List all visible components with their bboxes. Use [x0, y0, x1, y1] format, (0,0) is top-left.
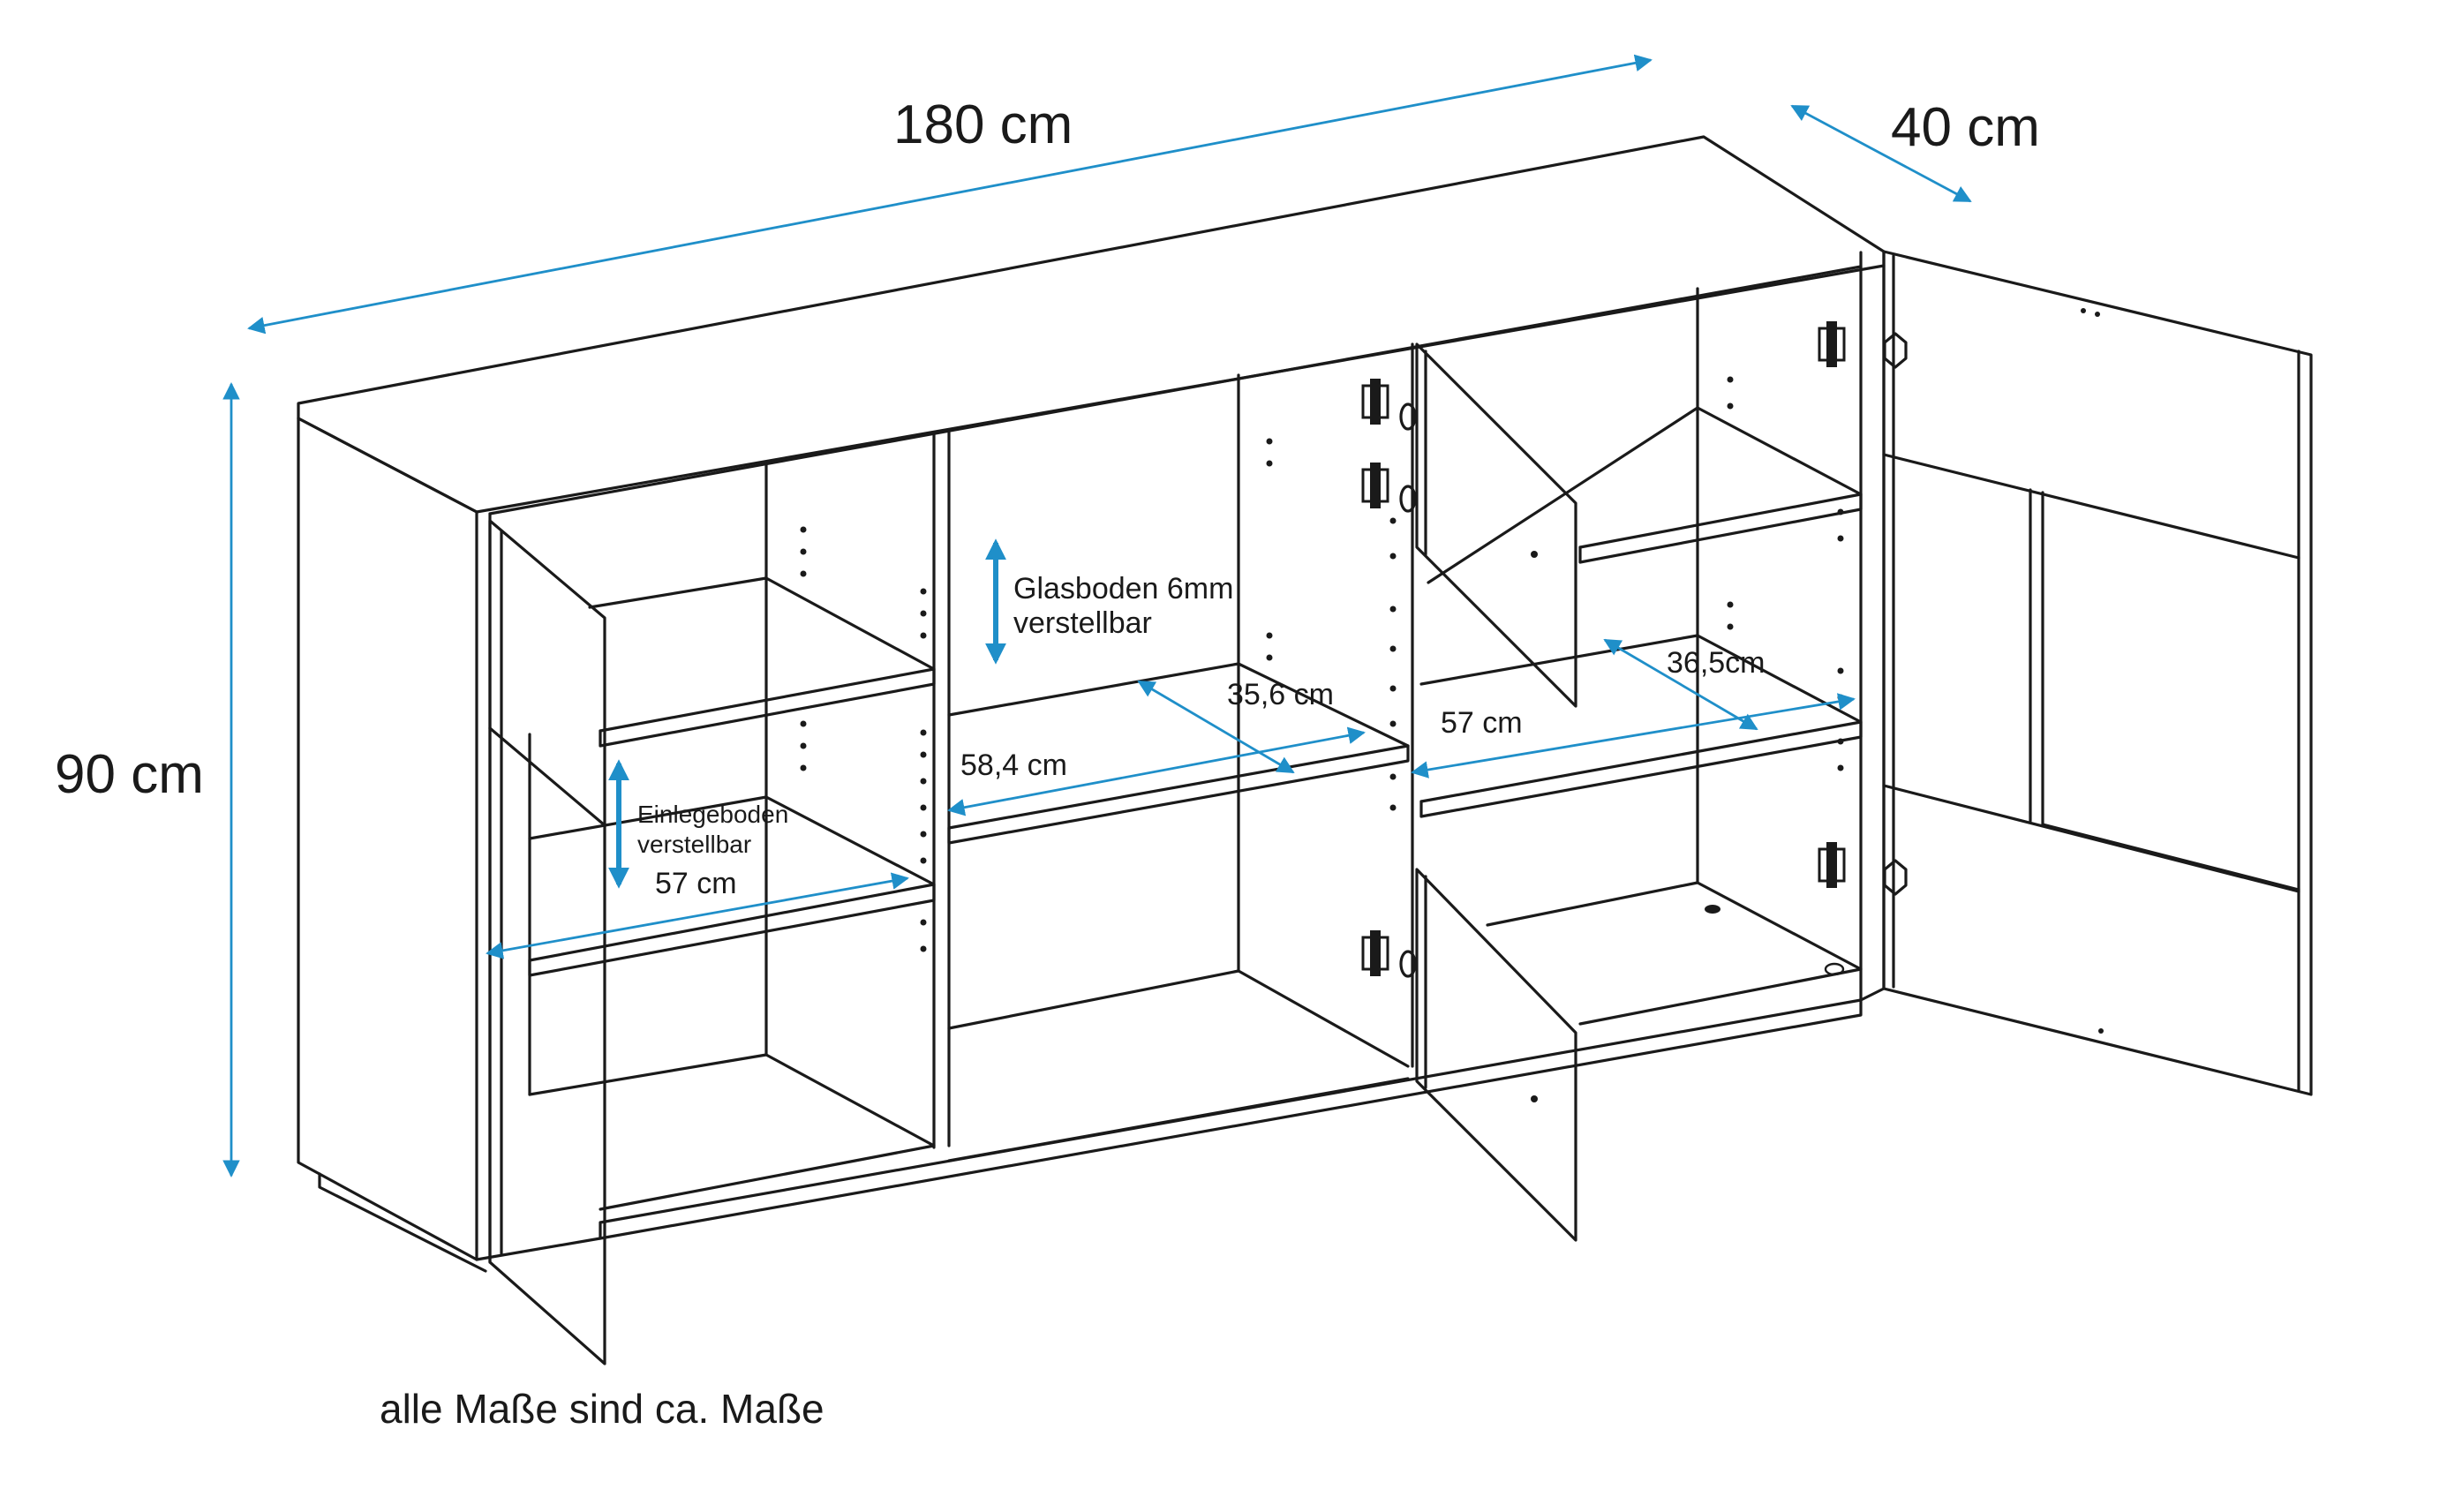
- depth-dimension-line: [1790, 104, 1972, 203]
- hinge: [1361, 463, 1389, 508]
- middle-shelf-depth-label: 35,6 cm: [1227, 678, 1334, 711]
- middle-lower-door: [1415, 868, 1577, 1242]
- hinges: [1361, 321, 1908, 978]
- right-door: [1882, 250, 2313, 1096]
- hinge: [1818, 321, 1846, 367]
- left-compartment: [488, 431, 951, 1264]
- shelf-peg-holes: [800, 308, 2104, 1102]
- insert-shelf-label-line1: Einlegeboden: [637, 801, 788, 828]
- depth-label: 40 cm: [1891, 97, 2040, 158]
- right-shelf-width-line: [1411, 693, 1856, 779]
- right-shelf-depth-line: [1603, 638, 1758, 731]
- middle-shelf-width-label: 58,4 cm: [960, 748, 1067, 782]
- middle-shelf-depth-line: [1137, 680, 1295, 774]
- height-label: 90 cm: [55, 744, 204, 805]
- hinge: [1361, 930, 1389, 976]
- right-shelf-width-label: 57 cm: [1441, 706, 1523, 740]
- glass-shelf-label-line2: verstellbar: [1013, 606, 1152, 640]
- left-shelf-width-label: 57 cm: [655, 867, 737, 900]
- dimension-lines: [222, 54, 1972, 1177]
- cabinet-outline: [297, 135, 1886, 1273]
- width-dimension-line: [247, 54, 1653, 335]
- hinge: [1818, 842, 1846, 888]
- left-shelf-width-line: [486, 872, 909, 959]
- right-compartment: [1419, 287, 1863, 1026]
- right-shelf-depth-label: 36,5cm: [1667, 646, 1766, 680]
- hinge: [1361, 379, 1389, 425]
- insert-shelf-label-line2: verstellbar: [637, 831, 751, 858]
- approximate-dimensions-note: alle Maße sind ca. Maße: [380, 1386, 824, 1432]
- glass-shelf-label-line1: Glasboden 6mm: [1013, 572, 1233, 606]
- middle-upper-door: [1415, 342, 1577, 708]
- width-label: 180 cm: [893, 94, 1073, 155]
